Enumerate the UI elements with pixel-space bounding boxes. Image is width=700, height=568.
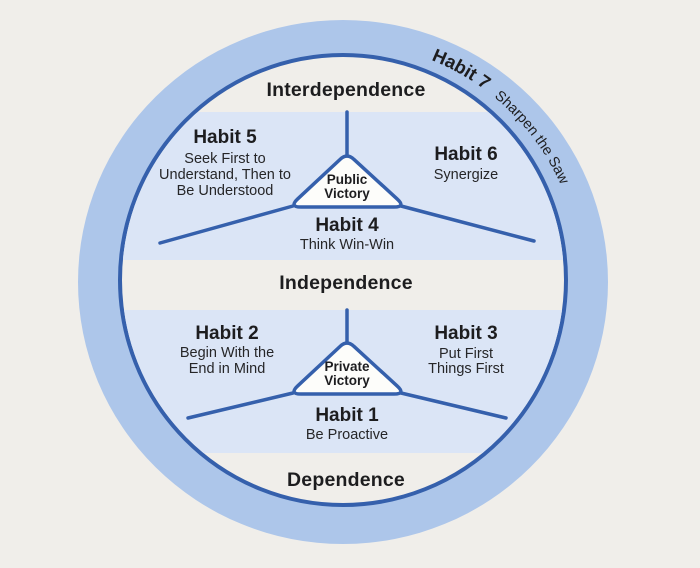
habit5-line3: Be Understood: [177, 183, 274, 199]
habit2-title: Habit 2: [195, 323, 258, 344]
habit6-line1: Synergize: [434, 167, 498, 183]
habit2-line1: Begin With the: [180, 345, 274, 361]
public-victory-word1: Public: [327, 172, 368, 187]
habit2-line2: End in Mind: [189, 361, 266, 377]
habit4-title: Habit 4: [315, 215, 379, 236]
public-right-line: [399, 204, 536, 243]
public-victory-triangle: [292, 154, 403, 209]
private-right-line: [399, 391, 508, 420]
habit5-line2: Understand, Then to: [159, 167, 291, 183]
habit3-line1: Put First: [439, 346, 493, 362]
interdependence-label: Interdependence: [266, 79, 425, 101]
habit5-line1: Seek First to: [184, 151, 265, 167]
habit1-line1: Be Proactive: [306, 427, 388, 443]
habit3-line2: Things First: [428, 361, 504, 377]
dependence-label: Dependence: [287, 469, 405, 491]
habit6-title: Habit 6: [434, 144, 497, 165]
private-victory-word1: Private: [324, 359, 370, 374]
habit3-title: Habit 3: [434, 323, 497, 344]
private-victory-triangle: [292, 341, 403, 396]
habit5-title: Habit 5: [193, 127, 257, 148]
private-left-line: [186, 391, 295, 420]
private-victory-word2: Victory: [324, 373, 370, 388]
public-left-line: [158, 204, 295, 245]
independence-label: Independence: [279, 272, 413, 294]
habit4-line1: Think Win-Win: [300, 237, 394, 253]
habit1-title: Habit 1: [315, 405, 379, 426]
public-victory-word2: Victory: [324, 186, 370, 201]
